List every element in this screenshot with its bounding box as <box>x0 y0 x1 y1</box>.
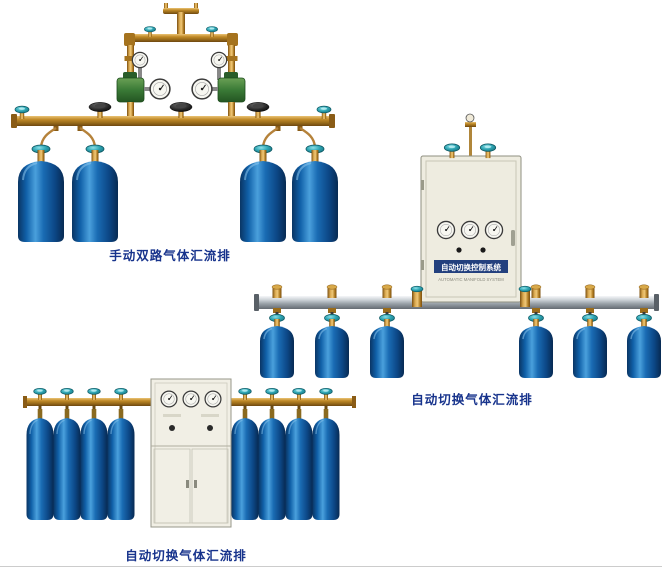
gas-bottle <box>518 313 554 379</box>
cabinet-top-piping <box>465 113 476 156</box>
gas-cylinder <box>17 144 65 243</box>
page-bottom-rule <box>0 566 662 567</box>
main-manifold-pipe <box>11 114 335 131</box>
cabinet-door-handle <box>186 480 189 488</box>
caption-auto-switch-floor: 自动切换气体汇流排 <box>125 549 247 563</box>
pressure-gauge-icon <box>484 220 504 240</box>
cabinet-door-handle <box>511 230 515 246</box>
pressure-gauge-icon <box>210 51 228 69</box>
pressure-gauge-icon <box>436 220 456 240</box>
pressure-gauge-icon <box>191 78 213 100</box>
pigtail-tubes <box>39 127 317 148</box>
caption-auto-switch-wall: 自动切换气体汇流排 <box>411 393 533 407</box>
gas-cylinder <box>230 408 260 521</box>
product-auto-switch-floor <box>23 378 356 528</box>
indicator-light <box>480 247 486 253</box>
pressure-regulator-right <box>191 51 246 116</box>
control-cabinet: 自动切换控制系统 AUTOMATIC MANIFOLD SYSTEM <box>420 155 522 303</box>
control-knob <box>169 425 175 431</box>
cylinder-connectors <box>38 405 328 411</box>
control-cabinet <box>150 378 232 528</box>
gas-cylinder <box>71 144 119 243</box>
cabinet-label-band <box>434 260 508 273</box>
gas-bottle <box>572 313 608 379</box>
cabinet-door <box>153 448 191 524</box>
shutoff-valve-handwheel-icon <box>246 101 270 119</box>
shutoff-valve-handwheel-icon <box>169 101 193 119</box>
product-manual-dual-manifold <box>11 3 339 243</box>
control-knob <box>207 425 213 431</box>
gas-bottle <box>369 313 405 379</box>
cabinet-door <box>191 448 229 524</box>
pressure-gauge-icon <box>160 390 178 408</box>
gas-bottle <box>314 313 350 379</box>
pressure-gauge-icon <box>131 51 149 69</box>
gas-cylinder <box>106 408 136 521</box>
gas-cylinder <box>52 408 82 521</box>
gas-cylinder <box>25 408 55 521</box>
gas-cylinder <box>311 408 341 521</box>
pressure-gauge-icon <box>460 220 480 240</box>
indicator-light <box>456 247 462 253</box>
pressure-gauge-icon <box>465 113 475 123</box>
pipe-side-fittings <box>410 285 532 307</box>
gas-cylinder <box>284 408 314 521</box>
cabinet-sublabel: AUTOMATIC MANIFOLD SYSTEM <box>438 277 504 282</box>
pressure-gauge-icon <box>182 390 200 408</box>
gas-cylinder <box>291 144 339 243</box>
pressure-regulator-left <box>116 51 171 116</box>
gas-bottle <box>626 313 662 379</box>
cabinet-label: 自动切换控制系统 <box>441 262 501 272</box>
manifold-pipe <box>23 396 356 408</box>
header-pipe-assembly <box>124 3 238 78</box>
gas-bottle <box>259 313 295 379</box>
gas-cylinder <box>239 144 287 243</box>
gas-cylinder <box>79 408 109 521</box>
cabinet-door-handle <box>194 480 197 488</box>
caption-manual-dual-manifold: 手动双路气体汇流排 <box>109 249 231 263</box>
gas-cylinder <box>257 408 287 521</box>
product-auto-switch-wall: 自动切换控制系统 AUTOMATIC MANIFOLD SYSTEM <box>254 113 662 379</box>
pressure-gauge-icon <box>204 390 222 408</box>
manifold-pipe <box>128 34 234 42</box>
shutoff-valve-handwheel-icon <box>88 101 112 119</box>
pressure-gauge-icon <box>149 78 171 100</box>
